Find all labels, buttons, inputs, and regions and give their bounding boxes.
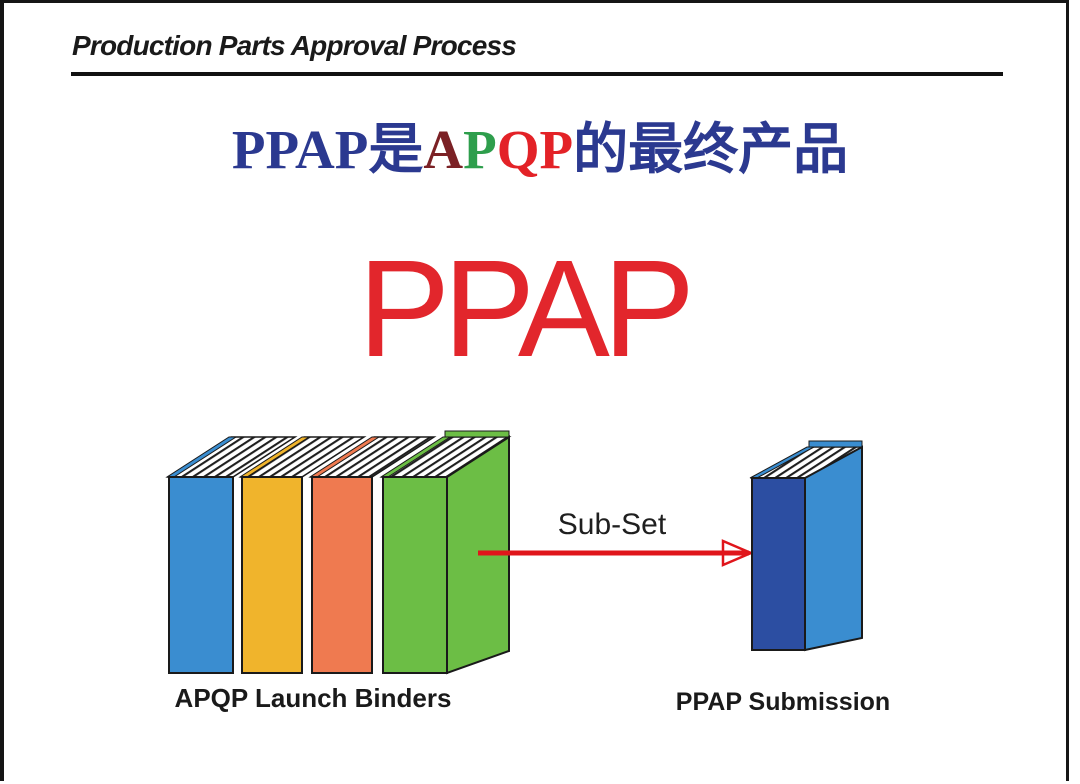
header-rule [71,72,1003,76]
binders-diagram [165,430,863,675]
binder-far-rim [808,440,863,448]
apqp-binder-orange [308,436,437,674]
subset-arrow [478,539,755,567]
binder-far-rim [444,430,510,438]
apqp-binder-blue [165,436,298,674]
binder-spine [311,476,373,674]
binder-spine [382,476,448,674]
subtitle: PPAP是APQP的最终产品 [0,116,1080,185]
binder-cover-side [804,445,863,652]
subtitle-seg-ppap: PPAP [231,119,369,180]
binder-spine [168,476,234,674]
subtitle-seg-shi: 是 [368,119,424,180]
header-title: Production Parts Approval Process [72,30,517,61]
subtitle-seg-p: P [463,119,497,180]
binder-spine [241,476,303,674]
subtitle-seg-qp: QP [496,119,574,180]
subset-arrow-label: Sub-Set [557,508,667,541]
subtitle-seg-cjk-tail: 的最终产品 [573,119,849,180]
headline-ppap: PPAP [358,232,695,386]
apqp-binders-label: APQP Launch Binders [174,683,452,713]
ppap-binder [749,440,863,652]
binder-spine [751,477,806,651]
subtitle-seg-a: A [423,119,464,180]
ppap-submission-label: PPAP Submission [675,688,891,716]
apqp-binder-yellow [238,436,367,674]
